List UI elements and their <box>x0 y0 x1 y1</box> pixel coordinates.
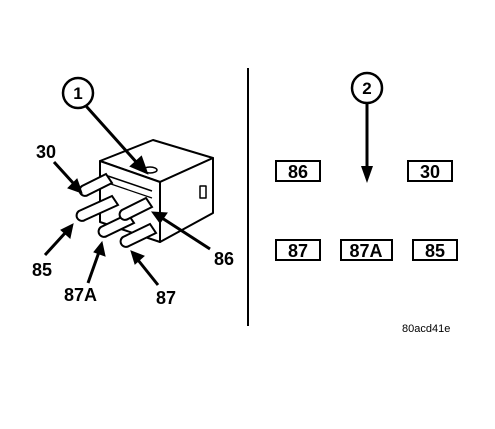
terminal-box-87: 87 <box>275 239 321 261</box>
callout-1-label: 1 <box>73 84 82 103</box>
pin-85-arrow <box>43 230 68 257</box>
terminal-box-85: 85 <box>412 239 458 261</box>
pin-86-arrow <box>161 216 211 251</box>
terminal-box-87a: 87A <box>340 239 393 261</box>
pin-87-arrow <box>136 259 160 286</box>
pin-87a-arrow <box>86 251 101 284</box>
pin-label-87a: 87A <box>64 285 97 305</box>
pin-label-87: 87 <box>156 288 176 308</box>
pin-label-85: 85 <box>32 260 52 280</box>
pin-30-arrow <box>52 160 76 186</box>
callout-2: 2 <box>350 71 384 105</box>
pin-87 <box>119 222 158 248</box>
terminal-label: 85 <box>425 241 445 261</box>
callout-2-label: 2 <box>362 79 371 98</box>
terminal-box-30: 30 <box>407 160 453 182</box>
terminal-label: 86 <box>288 162 308 182</box>
terminal-label: 87 <box>288 241 308 261</box>
figure-code: 80acd41e <box>402 323 450 335</box>
callout-1-arrowhead <box>129 155 149 175</box>
pin-85 <box>75 194 120 222</box>
relay-pins <box>75 172 158 248</box>
callout-2-arrowhead <box>361 166 373 183</box>
pin-86 <box>118 196 154 221</box>
terminal-label: 30 <box>420 162 440 182</box>
terminal-label: 87A <box>349 241 382 261</box>
pin-30 <box>78 172 114 197</box>
terminal-box-86: 86 <box>275 160 321 182</box>
pin-label-86: 86 <box>214 249 234 269</box>
pin-label-30: 30 <box>36 142 56 162</box>
callout-1: 1 <box>61 76 95 110</box>
callout-1-leader <box>84 104 140 166</box>
